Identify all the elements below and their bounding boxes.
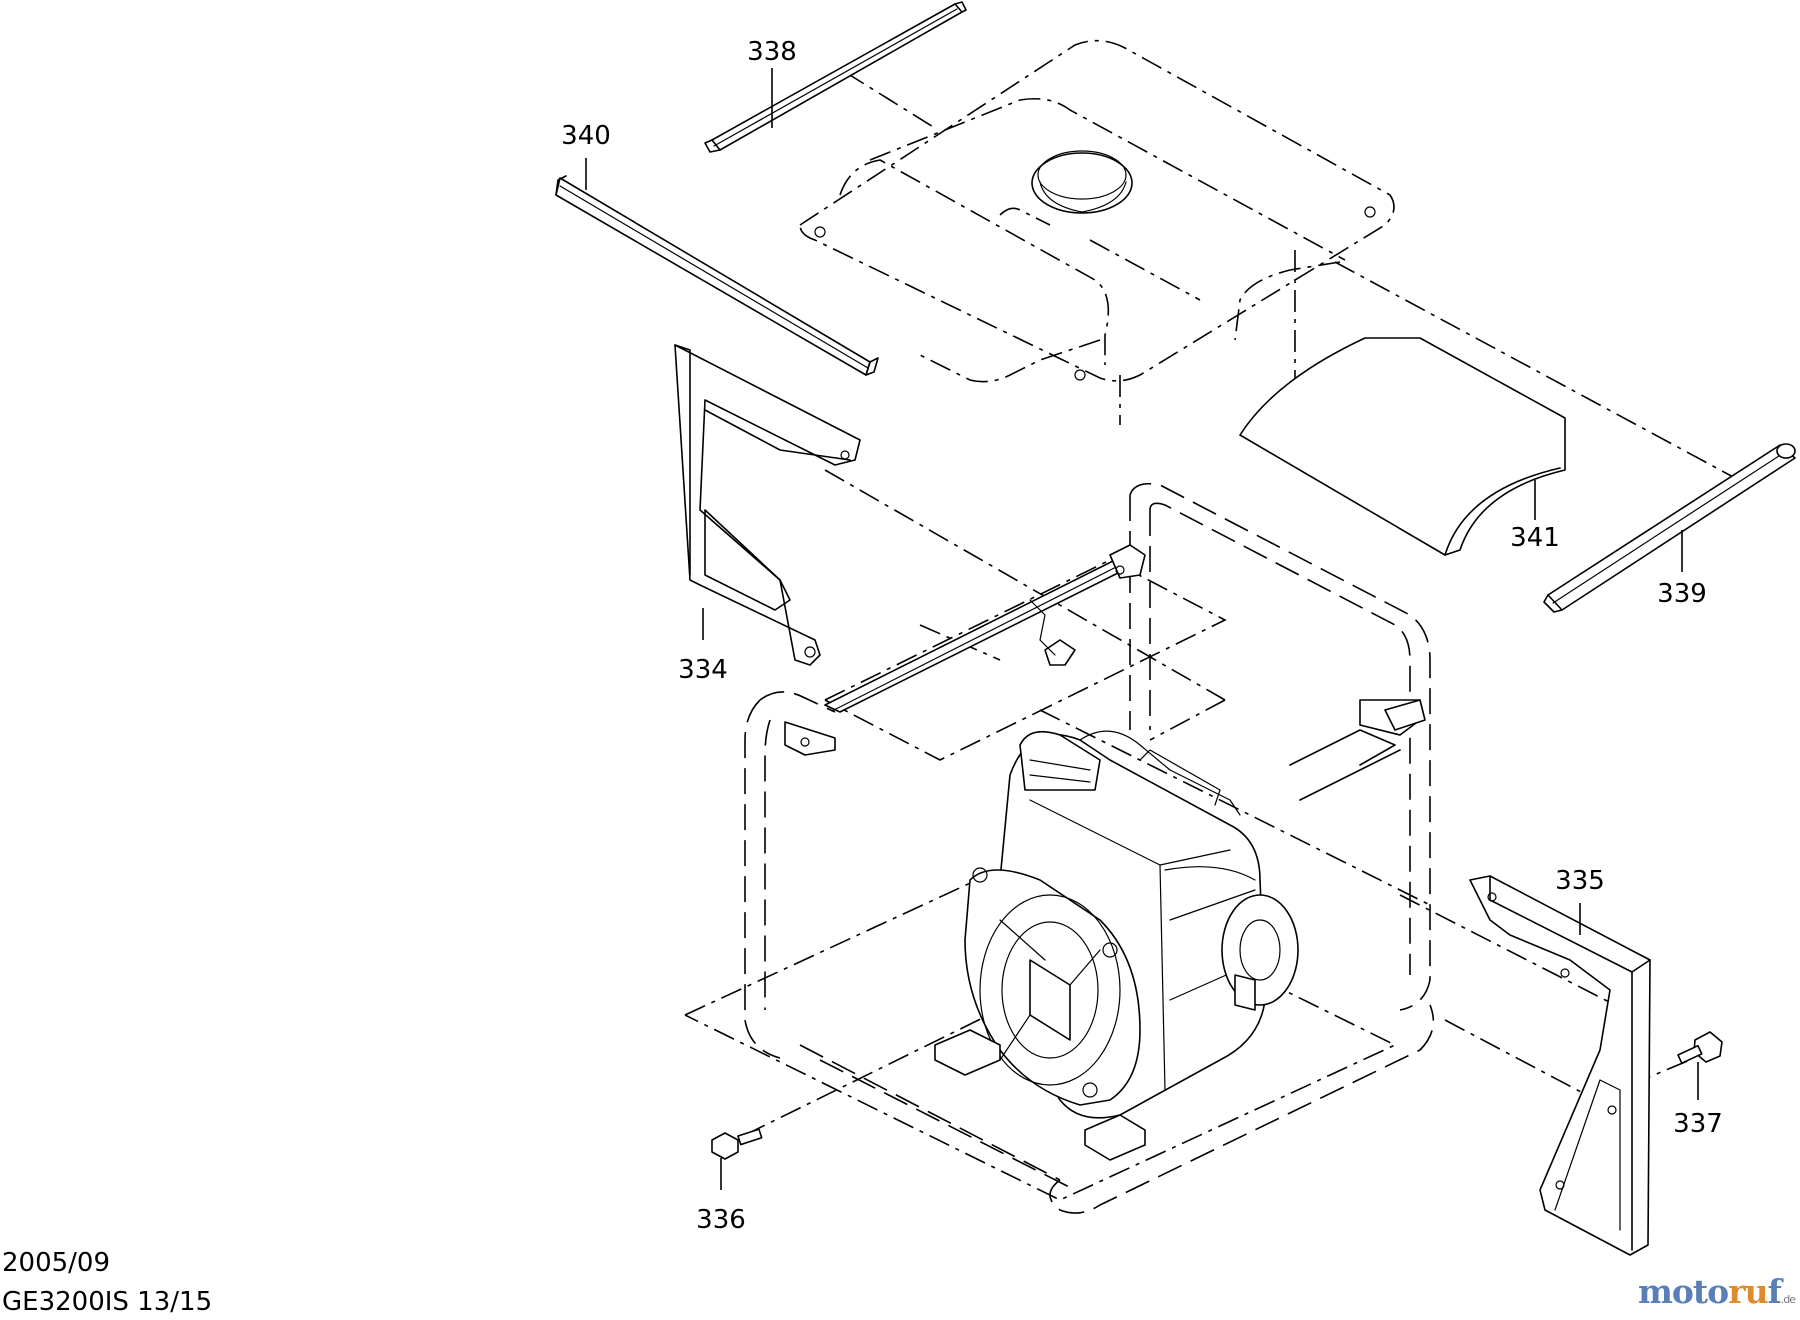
callout-341: 341 [1510, 523, 1560, 553]
watermark-tld: .de [1780, 1293, 1796, 1306]
part-337-bolt [1677, 1031, 1723, 1064]
part-338-trim-rail [704, 1, 967, 153]
watermark-part-3: f [1767, 1272, 1782, 1311]
callout-334: 334 [678, 655, 728, 685]
diagram-date: 2005/09 [2, 1248, 111, 1278]
callout-339: 339 [1657, 579, 1707, 609]
callout-335: 335 [1555, 866, 1605, 896]
part-341-insulation-sheet [1239, 337, 1566, 556]
frame-cross-members [784, 544, 1426, 801]
diagram-model-page: GE3200IS 13/15 [2, 1287, 213, 1317]
callout-338: 338 [747, 37, 797, 67]
engine-alternator-assembly [934, 730, 1299, 1161]
callout-336: 336 [696, 1205, 746, 1235]
callout-337: 337 [1673, 1109, 1723, 1139]
fuel-tank [799, 39, 1395, 425]
part-334-side-bracket [674, 344, 861, 666]
part-336-bolt [711, 1128, 763, 1160]
watermark-part-1: moto [1638, 1272, 1729, 1311]
part-340-trim-rail [555, 175, 879, 376]
watermark-part-2: ru [1728, 1272, 1768, 1311]
leader-lines [585, 68, 1699, 1190]
callout-labels: 338 340 341 339 334 335 336 337 [561, 37, 1723, 1235]
part-339-trim-rail [1543, 443, 1796, 613]
part-335-side-bracket [1469, 875, 1651, 1256]
callout-340: 340 [561, 121, 611, 151]
frame [744, 482, 1435, 1214]
site-watermark: motoruf.de [1638, 1272, 1796, 1311]
